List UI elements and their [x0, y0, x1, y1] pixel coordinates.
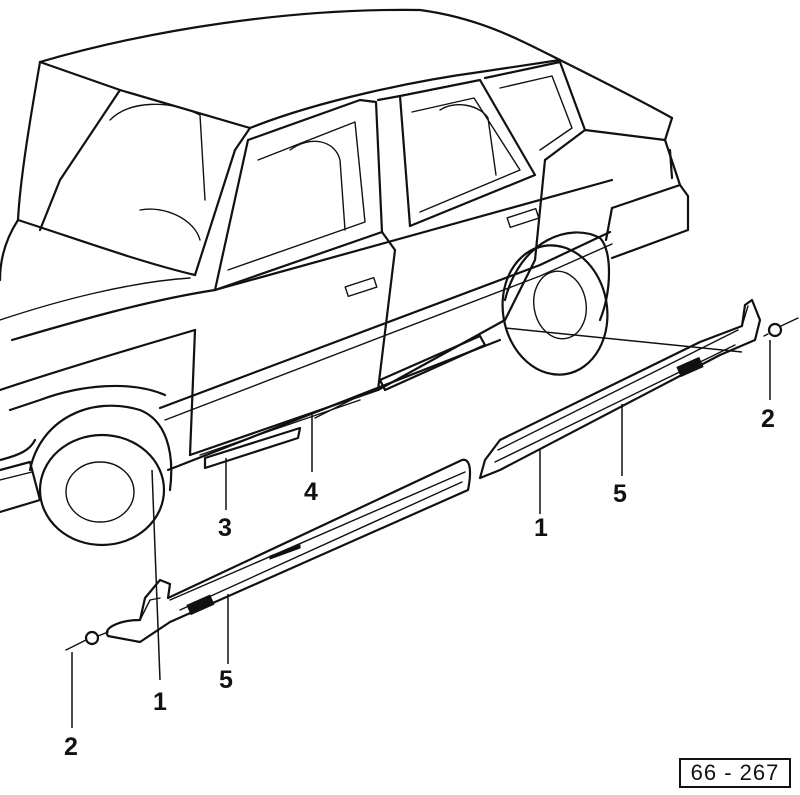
rear-sill-trim [478, 298, 762, 480]
rear-fastener [763, 317, 799, 338]
callout-5-front: 5 [219, 666, 233, 694]
callout-2-rear: 2 [761, 405, 775, 433]
front-sill-trim [105, 458, 472, 644]
callout-4: 4 [304, 478, 318, 506]
front-fastener [65, 630, 109, 651]
figure-reference-number: 66 - 267 [679, 758, 791, 788]
callout-1-front: 1 [153, 688, 167, 716]
callout-3: 3 [218, 514, 232, 542]
leader-lines [71, 327, 771, 728]
callout-5-rear: 5 [613, 480, 627, 508]
callout-2-front: 2 [64, 733, 78, 761]
callout-1-rear: 1 [534, 514, 548, 542]
car-body [0, 8, 690, 547]
